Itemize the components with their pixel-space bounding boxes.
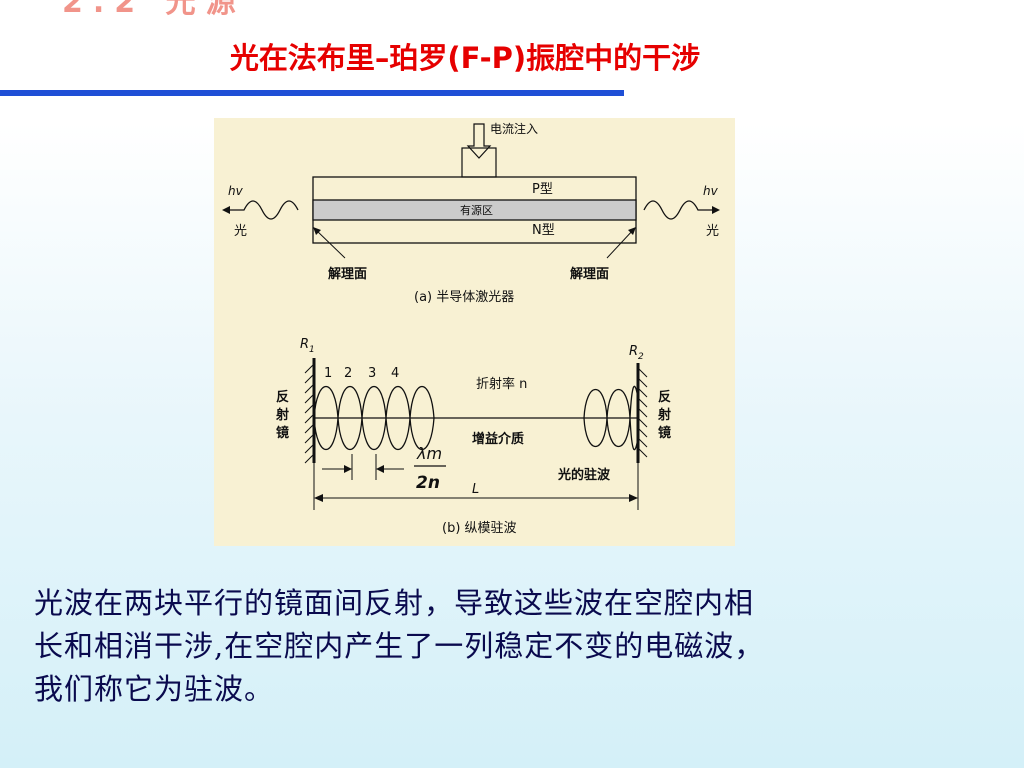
photon-right-label: hv (703, 184, 719, 198)
slide-title: 光在法布里–珀罗(F-P)振腔中的干涉 (229, 41, 701, 75)
photon-left-label: hv (228, 184, 244, 198)
mode-number-1: 1 (324, 366, 332, 381)
body-line-3: 我们称它为驻波。 (34, 672, 275, 706)
mirror-right-char-3: 镜 (658, 425, 671, 441)
half-wave-arrowhead-left (344, 465, 352, 473)
panel-b: R1 R2 反 射 镜 反 射 镜 1 2 3 4 (275, 337, 671, 536)
standing-wave-label: 光的驻波 (557, 467, 611, 483)
caption-b: (b) 纵模驻波 (442, 521, 517, 536)
title-underline (0, 90, 624, 96)
body-line-2: 长和相消干涉,在空腔内产生了一列稳定不变的电磁波， (34, 629, 765, 663)
cleaved-left-arrowhead (313, 227, 321, 235)
cleaved-right-arrowhead (628, 227, 636, 235)
cleaved-left-label: 解理面 (327, 266, 367, 282)
caption-a: (a) 半导体激光器 (414, 290, 514, 305)
active-region-layer (312, 199, 637, 221)
light-right-label: 光 (706, 224, 719, 239)
photon-left-wave (228, 200, 299, 220)
length-arrowhead-left (314, 494, 323, 502)
refractive-index-label: 折射率 n (476, 376, 527, 392)
active-region-label: 有源区 (460, 203, 493, 217)
r2-label: R2 (629, 344, 644, 362)
mirror-right-char-1: 反 (658, 389, 671, 405)
mirror-right-char-2: 射 (657, 407, 671, 423)
photon-right-wave (643, 200, 712, 220)
mode-number-4: 4 (391, 366, 399, 381)
length-arrowhead-right (629, 494, 638, 502)
lambda-numerator: λm (416, 444, 442, 463)
lambda-denominator: 2n (416, 473, 440, 493)
r1-label: R1 (300, 337, 315, 355)
cleaved-left-pointer (314, 228, 346, 259)
length-label: L (472, 482, 479, 497)
laser-diagram: 电流注入 P型 有源区 N型 hv 光 hv 光 解理面 解理面 (a) (214, 118, 735, 546)
standing-wave-right (583, 385, 639, 451)
photon-right-arrowhead (712, 206, 720, 214)
light-left-label: 光 (234, 224, 247, 239)
mirror-left-char-1: 反 (276, 389, 289, 405)
cleaved-right-label: 解理面 (569, 266, 609, 282)
n-type-label: N型 (532, 223, 555, 238)
mirror-left-char-3: 镜 (276, 425, 289, 441)
cleaved-right-pointer (606, 228, 635, 259)
section-heading: 2.2 光源 (62, 0, 246, 20)
mode-number-3: 3 (368, 366, 376, 381)
current-injection-label: 电流注入 (490, 121, 538, 136)
body-paragraph: 光波在两块平行的镜面间反射，导致这些波在空腔内相 长和相消干涉,在空腔内产生了一… (34, 582, 1012, 711)
body-line-1: 光波在两块平行的镜面间反射，导致这些波在空腔内相 (34, 586, 755, 620)
half-wave-arrowhead-right (376, 465, 384, 473)
panel-a: 电流注入 P型 有源区 N型 hv 光 hv 光 解理面 解理面 (a) (222, 121, 720, 305)
current-injection-arrow (466, 123, 492, 159)
p-type-label: P型 (532, 182, 553, 197)
mode-number-2: 2 (344, 366, 352, 381)
standing-wave-left (313, 386, 435, 450)
photon-left-arrowhead (222, 206, 230, 214)
right-mirror-hatch (637, 367, 648, 458)
gain-medium-label: 增益介质 (472, 431, 524, 447)
mirror-left-char-2: 射 (275, 407, 289, 423)
left-mirror-hatch (304, 363, 315, 464)
